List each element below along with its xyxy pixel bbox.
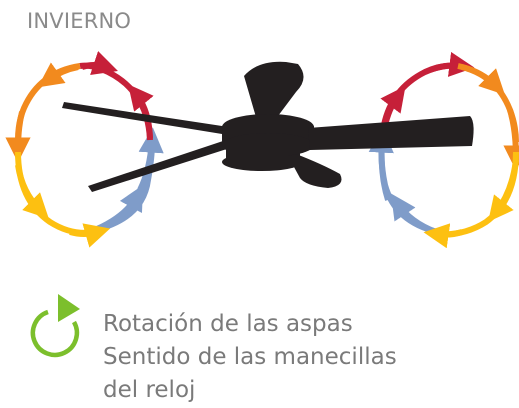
left-airflow-circle-icon (5, 51, 164, 248)
clockwise-rotation-arrow-icon (30, 294, 80, 358)
right-airflow-circle-icon (368, 51, 519, 249)
legend-line-3: del reloj (103, 377, 196, 403)
ceiling-fan-icon (62, 61, 474, 192)
legend-line-2: Sentido de las manecillas (103, 344, 397, 370)
legend-caption: Rotación de las aspas Sentido de las man… (103, 308, 397, 407)
legend-line-1: Rotación de las aspas (103, 311, 353, 337)
winter-airflow-diagram (5, 51, 519, 249)
season-title: INVIERNO (27, 9, 132, 33)
